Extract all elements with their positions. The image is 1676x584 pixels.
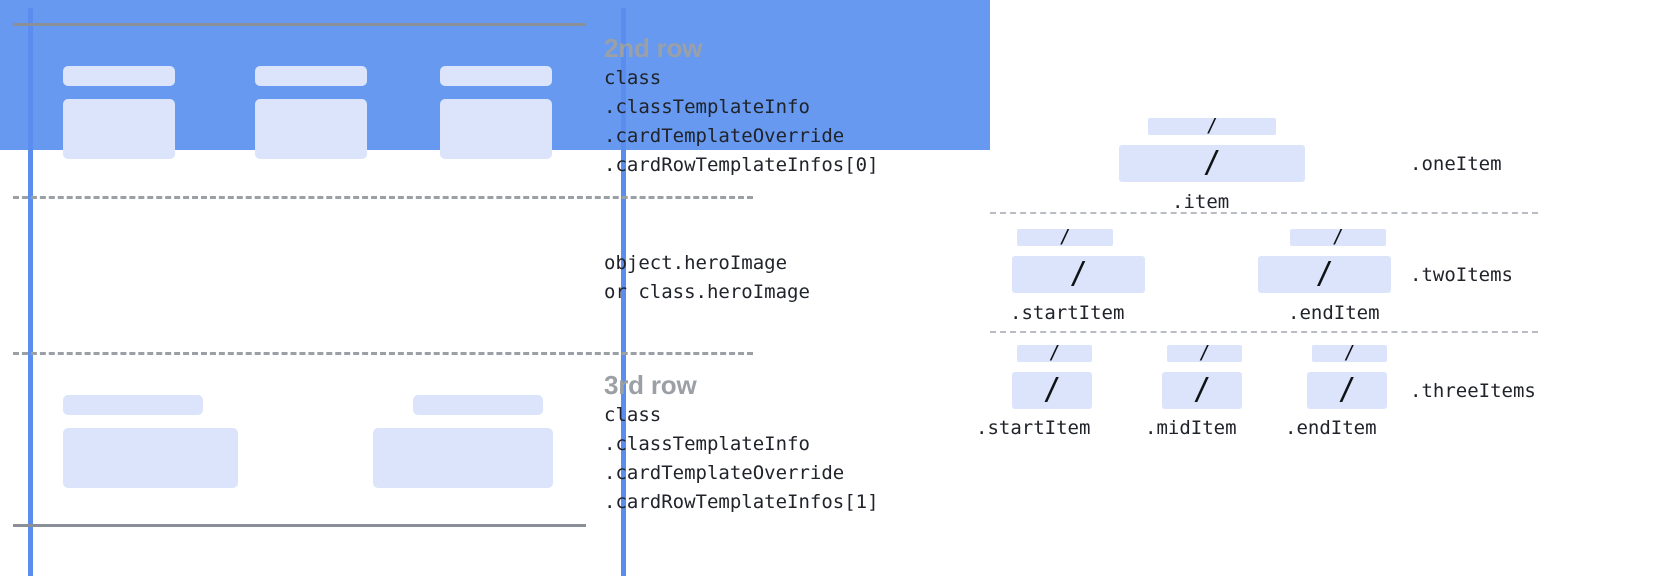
slash-glyph: / (1337, 372, 1357, 407)
item-layout-diagram: / / .item .oneItem / / .startItem / / .e… (976, 0, 1676, 584)
slash-glyph: / (1069, 256, 1088, 291)
slash-glyph: / (1059, 229, 1071, 246)
hero-row-annotation: object.heroImage or class.heroImage (604, 249, 810, 307)
one-item-group: / / .item .oneItem (990, 100, 1538, 213)
item-caption: .item (1172, 191, 1230, 213)
third-row-content (31, 355, 623, 524)
item-label-bar: / (1167, 345, 1242, 362)
slash-glyph: / (1048, 345, 1061, 362)
item-caption: .startItem (1010, 302, 1125, 324)
slash-glyph: / (1332, 229, 1344, 246)
item-label-bar: / (1017, 345, 1092, 362)
placeholder-content-box (440, 99, 552, 159)
placeholder-label-bar (255, 66, 367, 86)
slash-glyph: / (1206, 118, 1218, 135)
placeholder-label-bar (63, 66, 175, 86)
hero-row-annotation-code: object.heroImage or class.heroImage (604, 252, 810, 303)
item-content-box: / (1162, 372, 1242, 409)
group-label: .threeItems (1410, 380, 1536, 402)
item-caption: .endItem (1288, 302, 1380, 324)
item-caption: .endItem (1285, 417, 1377, 439)
placeholder-content-box (373, 428, 553, 488)
card-right-edge-guide (621, 8, 626, 576)
card-row-diagram: 2nd row class .classTemplateInfo .cardTe… (0, 0, 990, 576)
card-left-edge-guide (28, 8, 33, 576)
second-row-annotation-title: 2nd row (604, 33, 703, 63)
item-group-divider-lower (990, 331, 1538, 333)
item-content-box: / (1119, 145, 1305, 182)
third-row-annotation-title: 3rd row (604, 370, 697, 400)
placeholder-label-bar (440, 66, 552, 86)
placeholder-content-box (63, 99, 175, 159)
slash-glyph: / (1042, 372, 1062, 407)
three-items-group: / / .startItem / / .midItem / / .endItem… (976, 338, 1538, 448)
placeholder-label-bar (63, 395, 203, 415)
slash-glyph: / (1192, 372, 1212, 407)
placeholder-label-bar (413, 395, 543, 415)
slash-glyph: / (1315, 256, 1334, 291)
second-row-annotation: 2nd row class .classTemplateInfo .cardTe… (604, 32, 879, 180)
item-content-box: / (1258, 256, 1391, 293)
item-content-box: / (1012, 256, 1145, 293)
item-label-bar: / (1312, 345, 1387, 362)
item-content-box: / (1307, 372, 1387, 409)
slash-glyph: / (1198, 345, 1211, 362)
group-label: .oneItem (1410, 153, 1502, 175)
row-divider-lower (13, 352, 753, 355)
item-caption: .midItem (1145, 417, 1237, 439)
second-row-content (31, 26, 623, 196)
group-label: .twoItems (1410, 264, 1513, 286)
item-label-bar: / (1290, 229, 1386, 246)
item-group-divider-upper (990, 212, 1538, 214)
item-content-box: / (1012, 372, 1092, 409)
item-label-bar: / (1017, 229, 1113, 246)
placeholder-content-box (255, 99, 367, 159)
slash-glyph: / (1343, 345, 1356, 362)
card-top-edge-guide (13, 23, 586, 26)
row-divider-upper (13, 196, 753, 199)
second-row-annotation-code: class .classTemplateInfo .cardTemplateOv… (604, 67, 879, 176)
placeholder-content-box (63, 428, 238, 488)
item-caption: .startItem (976, 417, 1091, 439)
third-row-annotation: 3rd row class .classTemplateInfo .cardTe… (604, 369, 879, 517)
item-label-bar: / (1148, 118, 1276, 135)
card-bottom-edge-guide (13, 524, 586, 527)
third-row-annotation-code: class .classTemplateInfo .cardTemplateOv… (604, 404, 879, 513)
slash-glyph: / (1202, 145, 1222, 180)
two-items-group: / / .startItem / / .endItem .twoItems (990, 220, 1538, 331)
